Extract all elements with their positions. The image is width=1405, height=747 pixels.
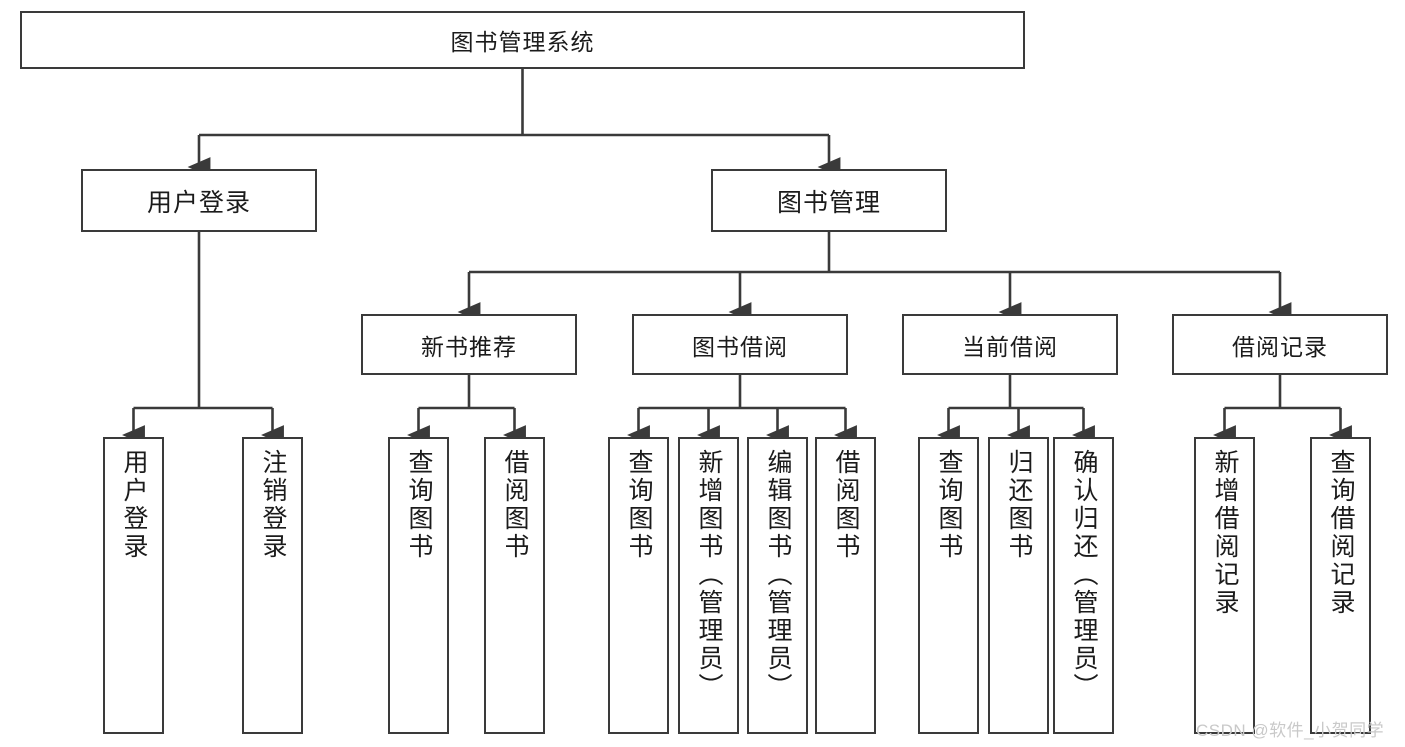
node-label: 用户登录	[146, 188, 251, 217]
node-label: 借阅图书	[501, 449, 529, 561]
node-user-login[interactable]: 用户登录	[81, 169, 317, 232]
node-leaf-user-login[interactable]: 用户登录	[103, 437, 164, 734]
node-label: 图书借阅	[692, 333, 788, 360]
node-leaf-logout[interactable]: 注销登录	[242, 437, 303, 734]
node-label: 查询借阅记录	[1327, 449, 1355, 617]
node-leaf-edit-book[interactable]: 编辑图书（管理员）	[747, 437, 808, 734]
node-root[interactable]: 图书管理系统	[20, 11, 1025, 69]
node-leaf-confirm-return[interactable]: 确认归还（管理员）	[1053, 437, 1114, 734]
node-leaf-query-book-1[interactable]: 查询图书	[388, 437, 449, 734]
node-leaf-query-book-2[interactable]: 查询图书	[608, 437, 669, 734]
node-label: 借阅图书	[832, 449, 860, 561]
node-label: 新增借阅记录	[1211, 449, 1239, 617]
node-current-borrow[interactable]: 当前借阅	[902, 314, 1118, 375]
node-label: 编辑图书（管理员）	[764, 449, 792, 701]
node-leaf-query-book-3[interactable]: 查询图书	[918, 437, 979, 734]
node-leaf-add-book[interactable]: 新增图书（管理员）	[678, 437, 739, 734]
node-label: 查询图书	[935, 449, 963, 561]
csdn-watermark: CSDN @软件_小贺同学	[1196, 721, 1385, 740]
node-book-manage[interactable]: 图书管理	[711, 169, 947, 232]
node-label: 当前借阅	[962, 333, 1058, 360]
node-leaf-query-record[interactable]: 查询借阅记录	[1310, 437, 1371, 734]
node-leaf-borrow-book-2[interactable]: 借阅图书	[815, 437, 876, 734]
node-label: 新书推荐	[421, 333, 517, 360]
node-label: 确认归还（管理员）	[1070, 449, 1098, 701]
node-leaf-return-book[interactable]: 归还图书	[988, 437, 1049, 734]
node-label: 查询图书	[405, 449, 433, 561]
node-borrow-record[interactable]: 借阅记录	[1172, 314, 1388, 375]
node-new-book-recommend[interactable]: 新书推荐	[361, 314, 577, 375]
node-leaf-borrow-book-1[interactable]: 借阅图书	[484, 437, 545, 734]
node-book-borrow[interactable]: 图书借阅	[632, 314, 848, 375]
node-leaf-add-record[interactable]: 新增借阅记录	[1194, 437, 1255, 734]
node-label: 查询图书	[625, 449, 653, 561]
node-label: 新增图书（管理员）	[695, 449, 723, 701]
node-label: 归还图书	[1005, 449, 1033, 561]
node-label: 图书管理	[776, 188, 881, 217]
node-label: 用户登录	[120, 449, 148, 561]
node-label: 图书管理系统	[450, 29, 595, 55]
node-label: 借阅记录	[1232, 333, 1328, 360]
node-label: 注销登录	[259, 449, 287, 561]
